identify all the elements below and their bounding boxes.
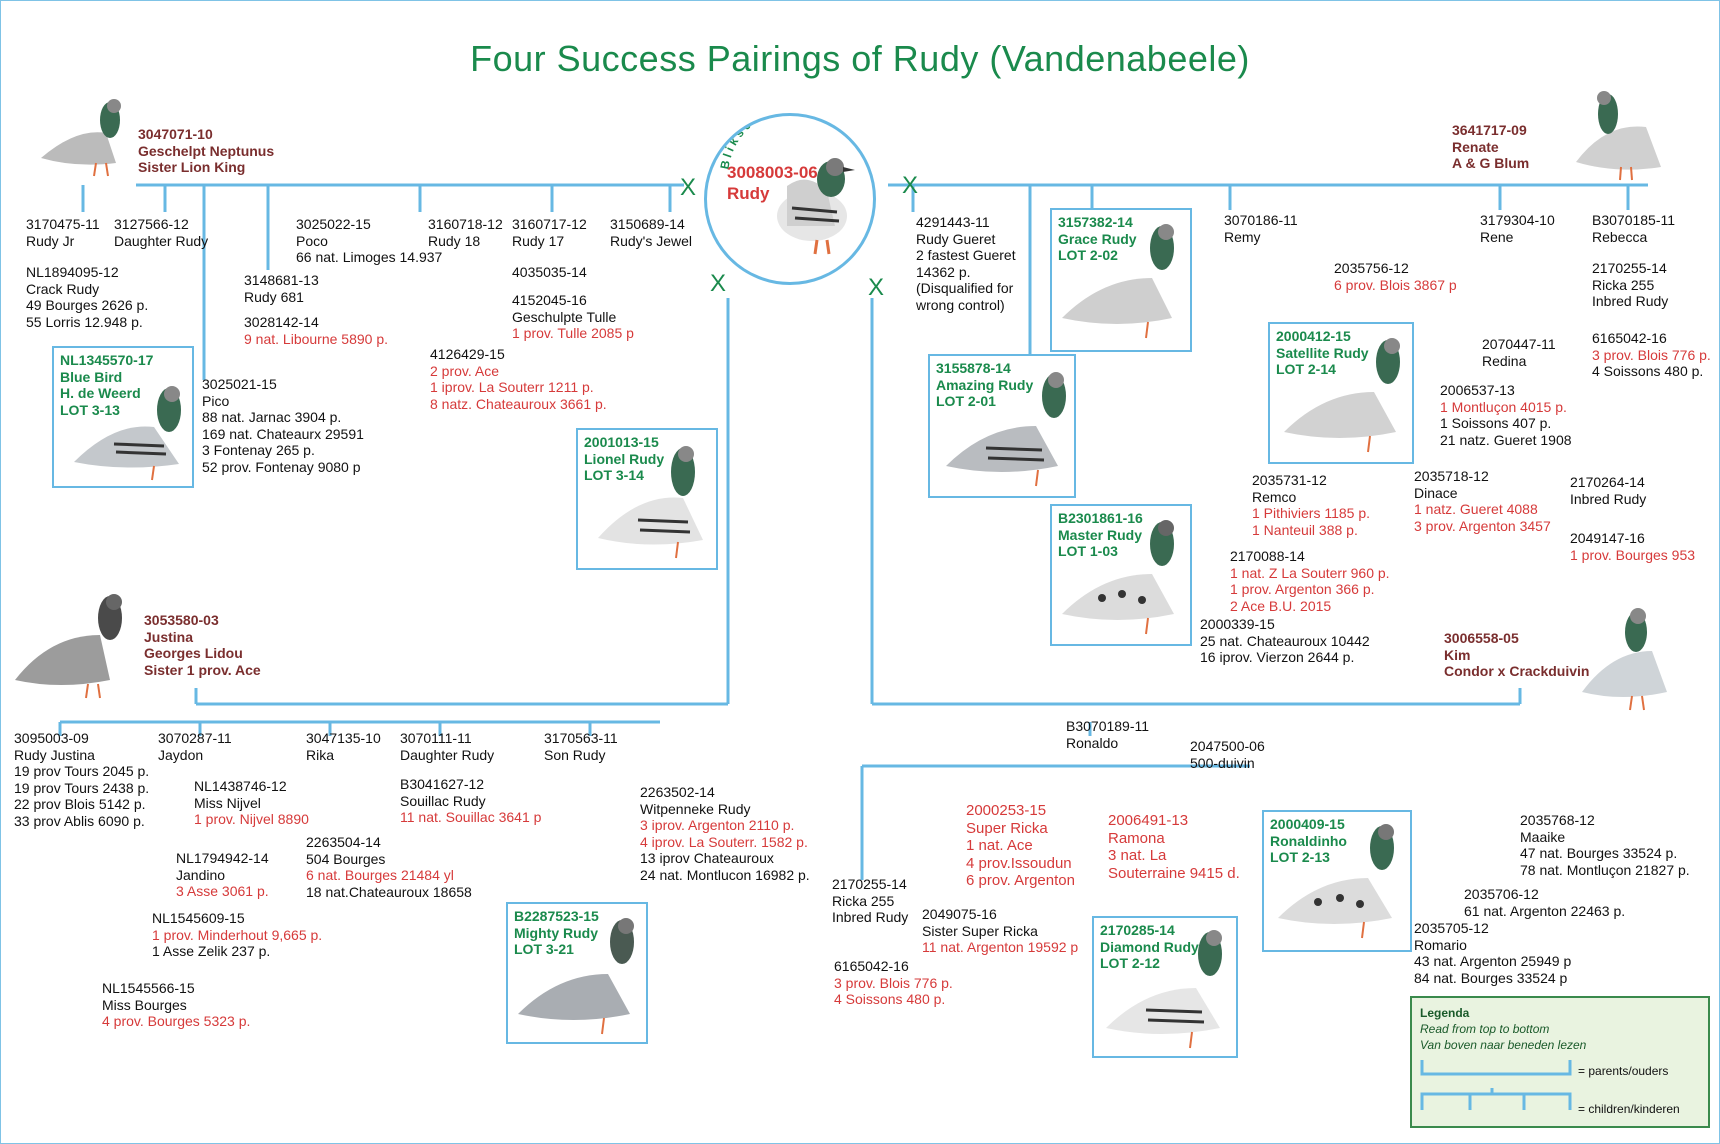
pigeon-icon <box>1062 520 1174 635</box>
pigeon-icon <box>1582 608 1667 711</box>
pigeon-icon <box>1278 824 1394 939</box>
page-title: Four Success Pairings of Rudy (Vandenabe… <box>470 38 1250 79</box>
pigeon-icon <box>1284 338 1400 453</box>
bird-4035035: 4035035-14 <box>512 264 587 280</box>
cross-mark-left: X <box>680 174 697 201</box>
cross-mark-bottom-left: X <box>710 270 727 297</box>
cross-mark-bottom-right: X <box>868 274 885 301</box>
center-ring: 3008003-06 <box>727 163 818 182</box>
legend-line1: Read from top to bottom <box>1420 1022 1550 1036</box>
pigeon-icon <box>41 99 121 177</box>
pigeon-icon <box>74 386 181 481</box>
pigeon-icon <box>598 446 703 559</box>
pigeon-icon <box>15 594 122 699</box>
legend: Legenda Read from top to bottom Van bove… <box>1410 996 1710 1128</box>
center-name: Rudy <box>727 184 770 203</box>
pigeon-icon <box>777 158 855 255</box>
pigeon-icon <box>1106 930 1222 1049</box>
cross-mark-right: X <box>902 172 919 199</box>
legend-title: Legenda <box>1420 1006 1470 1020</box>
pigeon-icon <box>1576 91 1661 181</box>
center-rudy-circle: Bliksem x Kaatje 3008003-06 Rudy <box>704 113 876 285</box>
legend-line-icons <box>1420 1060 1572 1110</box>
pigeon-icon <box>518 918 634 1035</box>
legend-line2: Van boven naar beneden lezen <box>1420 1038 1587 1052</box>
legend-parents: = parents/ouders <box>1578 1064 1669 1078</box>
pigeon-icon <box>1062 224 1174 339</box>
center-arc: Bliksem x Kaatje <box>717 116 840 170</box>
center-label: 3008003-06 Rudy <box>727 162 818 204</box>
pigeon-icon <box>946 372 1066 487</box>
legend-children: = children/kinderen <box>1578 1102 1680 1116</box>
